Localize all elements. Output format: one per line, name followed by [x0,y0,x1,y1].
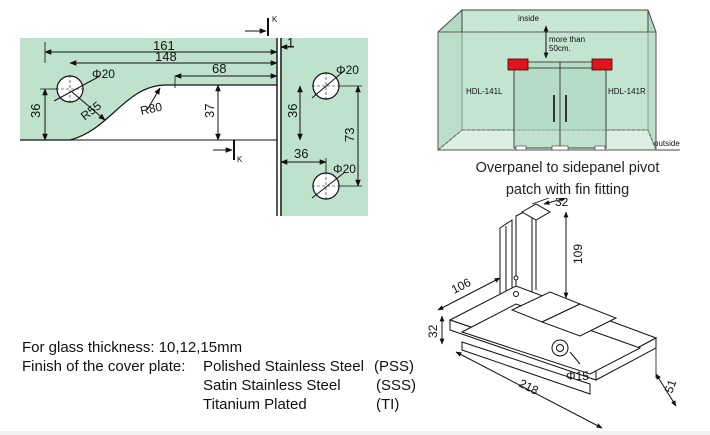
finish-ti-code: (TI) [376,396,400,413]
dimension-drawing: K K 161 148 68 1 Φ20 R55 R80 36 37 Φ20 3… [20,15,368,216]
dim-37: 37 [202,104,217,118]
dim-68: 68 [212,61,226,76]
dim-36-right: 36 [285,104,300,118]
dimension-label: K [237,155,243,164]
right-model-label: HDL-141R [608,87,646,96]
isometric-fitting: 32 109 106 32 218 51 Φ15 [426,198,680,429]
section-mark-top: K [245,15,278,36]
dimension-label: K [272,15,278,24]
finish-ti-name: Titanium Plated [203,396,307,413]
dim-phi-left: Φ20 [92,67,115,81]
clearance-label-1: more than [549,35,585,44]
left-patch-fitting [507,58,529,71]
dim-phi-right-bottom: Φ20 [333,162,356,176]
bottom-strip [0,431,710,435]
finish-sss-name: Satin Stainless Steel [203,377,341,394]
dim-1: 1 [287,35,294,50]
clearance-label-2: 50cm. [549,44,571,53]
finish-pss-code: (PSS) [374,358,415,375]
right-bottom-hole [312,172,340,200]
inside-label: inside [518,14,539,23]
right-patch-fitting [591,58,613,71]
installation-caption-2: patch with fin fitting [505,182,630,198]
dim-phi-right-top: Φ20 [336,63,359,77]
dim-32-top: 32 [555,198,569,209]
finish-sss-code: (SSS) [376,377,417,394]
glass-thickness: For glass thickness: 10,12,15mm [22,339,243,356]
outside-label: outside [654,139,680,148]
dim-r80: R80 [139,100,164,118]
dim-148: 148 [155,49,177,64]
section-mark-bottom: K [213,140,243,164]
installation-caption-1: Overpanel to sidepanel pivot [475,160,660,176]
dim-36-bottom: 36 [294,146,308,161]
finish-pss-name: Polished Stainless Steel [203,358,364,375]
dim-73: 73 [342,128,357,142]
left-model-label: HDL-141L [466,87,503,96]
finish-label: Finish of the cover plate: [22,358,186,375]
dim-161: 161 [153,38,175,53]
dim-109: 109 [571,244,585,264]
dim-51: 51 [662,377,680,395]
installation-diagram: inside more than 50cm. HDL-141L HDL-141R… [437,8,680,152]
dim-phi15: Φ15 [566,369,589,383]
dim-32-side: 32 [426,324,440,338]
dim-36-left: 36 [28,104,43,118]
